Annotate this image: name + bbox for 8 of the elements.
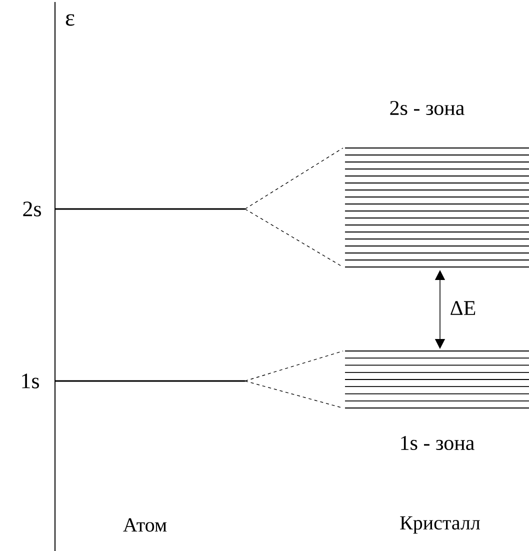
band-label: 1s - зона — [401, 436, 474, 450]
level-label: 2s — [23, 202, 41, 216]
column-label: Атом — [123, 518, 167, 532]
column-label: Кристалл — [400, 516, 480, 534]
axis-label: ε — [66, 14, 74, 26]
gap-label: ΔE — [450, 301, 476, 315]
level-label: 1s — [22, 374, 39, 388]
band-label: 2s - зона — [390, 100, 464, 116]
